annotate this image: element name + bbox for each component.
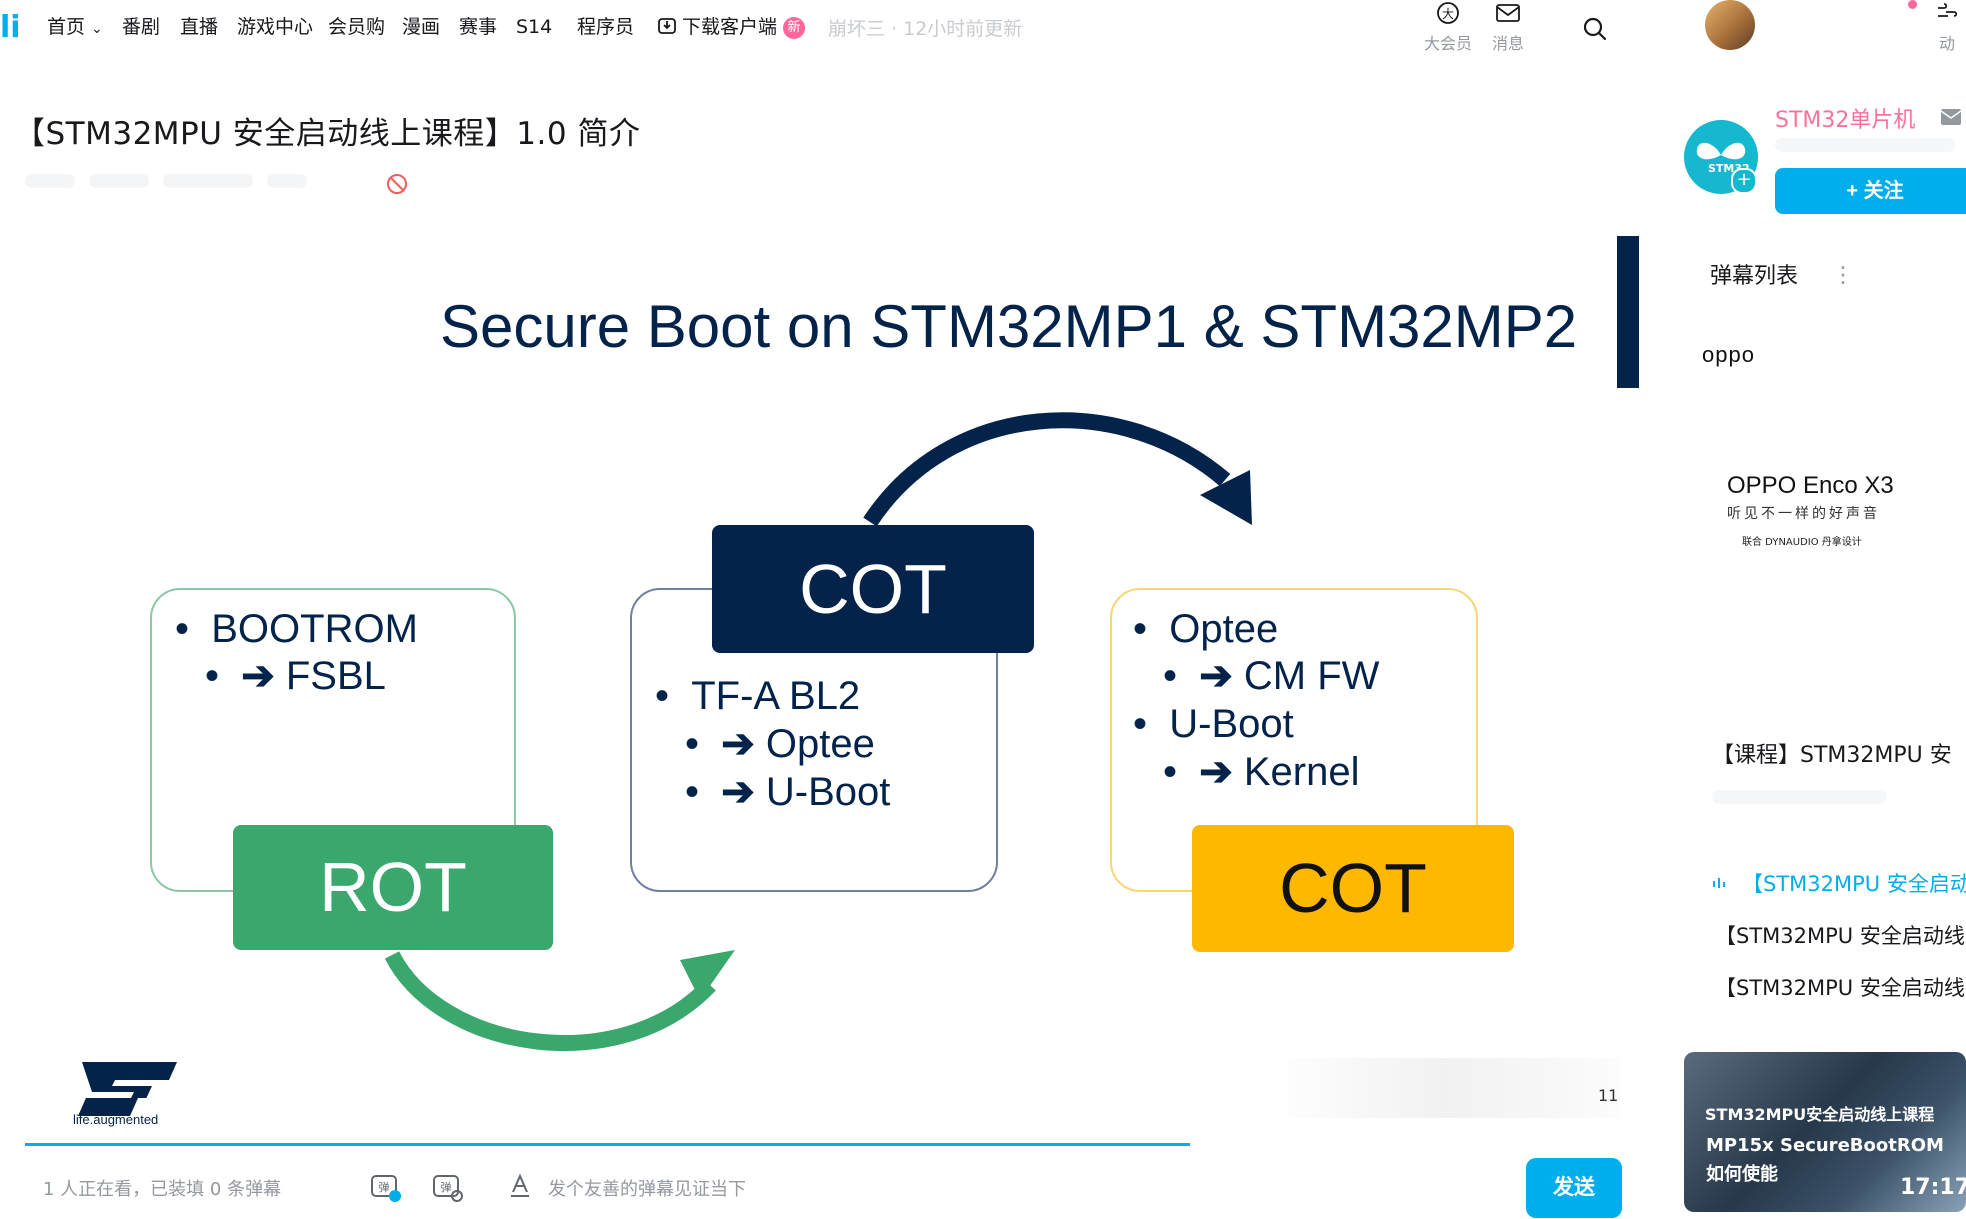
dynamics-button[interactable]: 动 (1928, 0, 1966, 54)
download-icon (658, 18, 676, 34)
send-danmaku-button[interactable]: 发送 (1526, 1158, 1622, 1218)
viewer-count: 1 人正在看，已装填 0 条弹幕 (43, 1179, 282, 1200)
nav-live[interactable]: 直播 (180, 16, 219, 38)
uploader-description (1775, 138, 1955, 152)
optee-line: • ➔ Optee (685, 722, 875, 766)
nav-home[interactable]: 首页⌄ (47, 16, 103, 38)
ad-slogan: 听见不一样的好声音 (1727, 506, 1880, 522)
svg-text:弹: 弹 (379, 1180, 390, 1194)
nav-anime[interactable]: 番剧 (122, 16, 161, 38)
nav-programmer[interactable]: 程序员 (577, 16, 635, 38)
messages-label: 消息 (1491, 34, 1524, 53)
uploader-plus-badge: + (1731, 168, 1757, 194)
danmaku-placeholder: 发个友善的弹幕见证当下 (548, 1179, 746, 1200)
prohibited-icon (387, 174, 407, 194)
uboot-line-2: • U-Boot (1133, 702, 1294, 746)
kernel-line: • ➔ Kernel (1163, 750, 1360, 794)
danmaku-toggle-icon[interactable]: 弹 (368, 1170, 402, 1204)
search-input[interactable]: 崩坏三 · 12小时前更新 (828, 18, 1023, 40)
progress-bar[interactable] (25, 1143, 1190, 1146)
oppo-logo[interactable]: oppo (1702, 342, 1755, 367)
danmaku-settings-icon[interactable]: 弹 (430, 1170, 464, 1204)
cm-fw-line: • ➔ CM FW (1163, 654, 1380, 698)
top-nav-bar (0, 0, 1966, 58)
notification-dot (1908, 0, 1917, 9)
nav-download-client[interactable]: 下载客户端新 (657, 12, 806, 42)
follow-button[interactable]: + 关注 (1775, 168, 1966, 214)
fsbl-line: • ➔ FSBL (205, 654, 386, 698)
vip-button[interactable]: 大 大会员 (1418, 0, 1478, 54)
st-logo (78, 1062, 177, 1116)
arrow-right-icon: ➔ (241, 654, 275, 698)
more-options-icon[interactable]: ⋮ (1832, 263, 1854, 288)
nav-s14[interactable]: S14 (516, 16, 553, 38)
rot-label: ROT (233, 825, 553, 950)
now-playing-icon (1713, 878, 1725, 888)
messages-button[interactable]: 消息 (1478, 0, 1538, 54)
slide-accent-bar (1617, 236, 1639, 388)
new-badge: 新 (783, 16, 806, 39)
nav-game-center[interactable]: 游戏中心 (237, 16, 314, 38)
dynamics-label: 动 (1938, 34, 1955, 53)
slide-page-number: 11 (1598, 1086, 1619, 1105)
arrow-right-icon: ➔ (721, 722, 755, 766)
mail-icon (1496, 4, 1520, 22)
wind-icon (1938, 3, 1958, 17)
bilibili-logo[interactable]: li (0, 10, 21, 45)
user-avatar[interactable] (1705, 0, 1755, 50)
svg-text:弹: 弹 (441, 1180, 452, 1194)
arrow-right-icon: ➔ (721, 770, 755, 814)
thumbnail-caption-2: MP15x SecureBootROM (1706, 1135, 1944, 1156)
arrow-right-icon: ➔ (1199, 654, 1233, 698)
danmaku-list-title[interactable]: 弹幕列表 (1710, 264, 1799, 289)
playlist-title[interactable]: 【课程】STM32MPU 安 (1712, 743, 1952, 768)
video-title: 【STM32MPU 安全启动线上课程】1.0 简介 (14, 116, 641, 152)
ad-partner: 联合 DYNAUDIO 丹拿设计 (1742, 537, 1862, 548)
nav-manga[interactable]: 漫画 (402, 16, 441, 38)
chevron-down-icon: ⌄ (91, 21, 103, 37)
svg-text:大: 大 (1442, 7, 1454, 21)
playlist-episode-active[interactable]: 【STM32MPU 安全启动 (1742, 872, 1966, 896)
playlist-episode[interactable]: 【STM32MPU 安全启动线 (1715, 924, 1965, 948)
tfa-bl2-line: • TF-A BL2 (655, 674, 861, 718)
nav-vip-shop[interactable]: 会员购 (328, 16, 386, 38)
video-duration: 17:17 (1900, 1175, 1966, 1200)
vip-icon: 大 (1437, 2, 1459, 24)
message-uploader-icon[interactable] (1940, 108, 1962, 126)
playlist-episode[interactable]: 【STM32MPU 安全启动线 (1715, 976, 1965, 1000)
uboot-line: • ➔ U-Boot (685, 770, 891, 814)
thumbnail-caption-1: STM32MPU安全启动线上课程 (1705, 1105, 1935, 1124)
playlist-meta (1712, 790, 1887, 804)
uploader-avatar[interactable]: STM32 (1684, 120, 1758, 194)
optee-line-2: • Optee (1133, 607, 1279, 651)
uploader-name[interactable]: STM32单片机 (1775, 108, 1916, 133)
bilibili-watermark (1270, 1058, 1620, 1118)
thumbnail-caption-3: 如何使能 (1706, 1164, 1778, 1185)
text-style-icon[interactable] (508, 1172, 532, 1198)
arrow-right-icon: ➔ (1199, 750, 1233, 794)
recommended-video-thumbnail[interactable] (1684, 1052, 1966, 1212)
cot-label-right: COT (1192, 825, 1514, 952)
bootrom-line: • BOOTROM (175, 607, 418, 651)
st-tagline: life.augmented (73, 1112, 159, 1127)
slide-title: Secure Boot on STM32MP1 & STM32MP2 (440, 293, 1578, 360)
cot-label-top: COT (712, 525, 1034, 653)
ad-product-name[interactable]: OPPO Enco X3 (1727, 472, 1894, 499)
nav-esports[interactable]: 赛事 (459, 16, 498, 38)
vip-label: 大会员 (1423, 34, 1472, 53)
video-meta (25, 170, 625, 198)
search-icon[interactable] (1580, 14, 1610, 44)
